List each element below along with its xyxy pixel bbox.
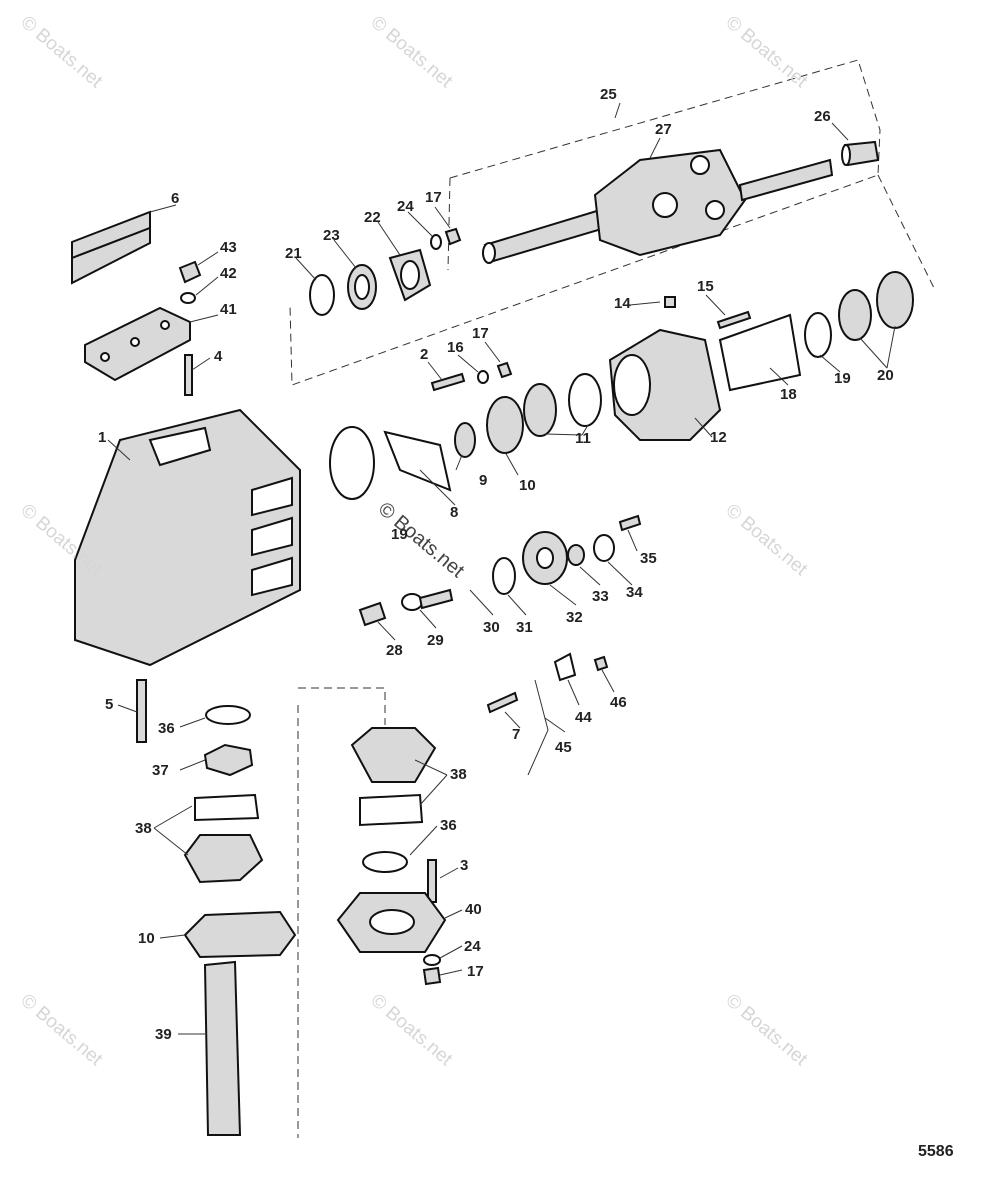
callout-label: 24: [464, 938, 481, 955]
callout-label: 24: [397, 198, 414, 215]
callout-label: 17: [472, 325, 489, 342]
callout-label: 40: [465, 901, 482, 918]
output-shaft-25: [482, 148, 834, 264]
callout-label: 7: [512, 726, 521, 743]
figure-number: 5586: [918, 1143, 954, 1160]
callout-label: 25: [600, 86, 617, 103]
callout-label: 41: [220, 301, 237, 318]
callout-label: 2: [420, 346, 429, 363]
callout-label: 31: [516, 619, 533, 636]
callout-label: 29: [427, 632, 444, 649]
callout-label: 46: [610, 694, 627, 711]
callout-label: 4: [214, 348, 223, 365]
callout-label: 17: [425, 189, 442, 206]
callout-label: 8: [450, 504, 459, 521]
callout-label: 1: [98, 429, 107, 446]
gearcase-cover-1: [74, 408, 301, 667]
callout-label: 19: [391, 526, 408, 543]
callout-label: 18: [780, 386, 797, 403]
callout-label: 42: [220, 265, 237, 282]
callout-label: 35: [640, 550, 657, 567]
callout-label: 28: [386, 642, 403, 659]
callout-label: 16: [447, 339, 464, 356]
callout-label: 45: [555, 739, 572, 756]
callout-label: 23: [323, 227, 340, 244]
callout-label: 11: [575, 430, 591, 447]
callout-label: 15: [697, 278, 714, 295]
callout-label: 36: [158, 720, 175, 737]
callout-label: 33: [592, 588, 609, 605]
drive-shaft-39: [203, 960, 242, 1136]
callout-label: 26: [814, 108, 831, 125]
callout-label: 20: [877, 367, 894, 384]
callout-label: 38: [135, 820, 152, 837]
callout-label: 9: [479, 472, 488, 489]
callout-label: 34: [626, 584, 643, 601]
callout-label: 21: [285, 245, 302, 262]
callout-label: 12: [710, 429, 727, 446]
callout-label: 37: [152, 762, 169, 779]
weight-bar-6: [71, 210, 151, 285]
callout-label: 5: [105, 696, 114, 713]
callout-label: 3: [460, 857, 469, 874]
callout-label: 14: [614, 295, 631, 312]
callout-label: 27: [655, 121, 672, 138]
callout-label: 6: [171, 190, 180, 207]
callout-label: 32: [566, 609, 583, 626]
callout-label: 19: [834, 370, 851, 387]
callout-label: 36: [440, 817, 457, 834]
callout-label: 10: [138, 930, 155, 947]
callout-label: 22: [364, 209, 381, 226]
callout-label: 30: [483, 619, 500, 636]
callout-label: 39: [155, 1026, 172, 1043]
callout-label: 38: [450, 766, 467, 783]
callout-label: 17: [467, 963, 484, 980]
callout-label: 10: [519, 477, 536, 494]
callout-label: 43: [220, 239, 237, 256]
callout-label: 44: [575, 709, 592, 726]
